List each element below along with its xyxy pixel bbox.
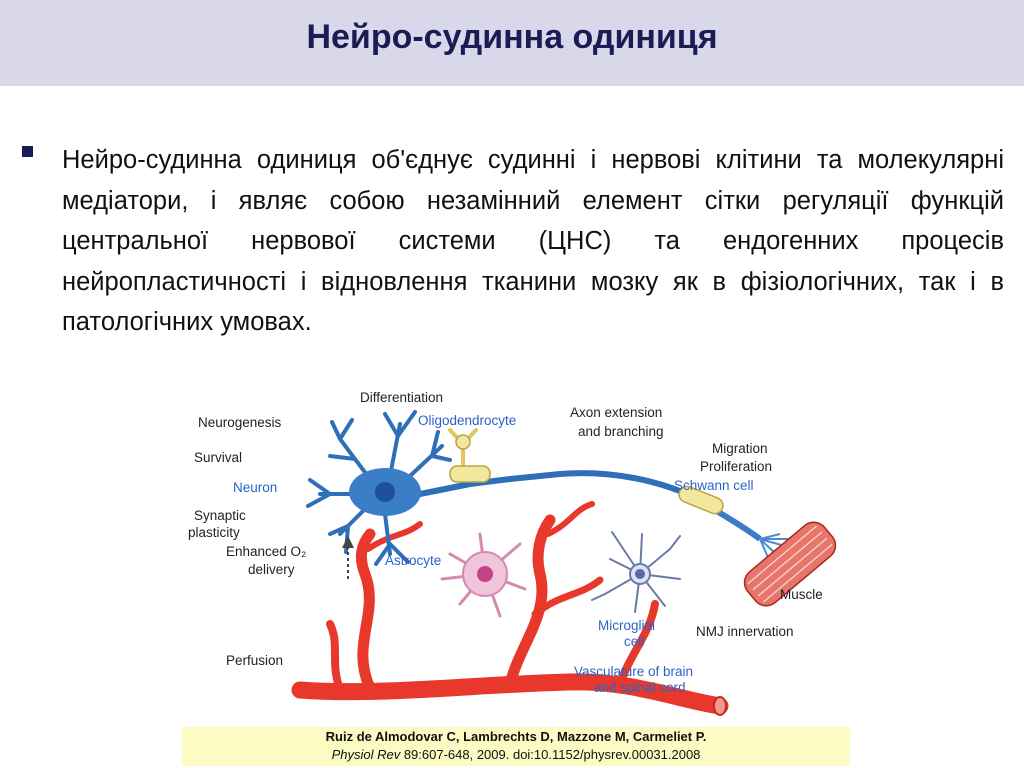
label-enhanced-o2: Enhanced O₂ (226, 544, 306, 559)
bullet-text: Нейро-судинна одиниця об'єднує судинні і… (62, 146, 1004, 336)
citation-reference: Physiol Rev 89:607-648, 2009. doi:10.115… (182, 746, 850, 764)
label-microglial-cell: cell (624, 634, 644, 649)
vessel-twig-2 (545, 501, 595, 537)
muscle-bundle (743, 521, 837, 607)
label-synaptic: Synaptic (194, 508, 246, 523)
vessel-branch-left (355, 528, 376, 694)
citation-box: Ruiz de Almodovar C, Lambrechts D, Mazzo… (182, 727, 850, 766)
vessel-branch-left-2 (326, 620, 344, 693)
label-delivery: delivery (248, 562, 295, 577)
vessel-branch-right (616, 600, 659, 688)
label-neurogenesis: Neurogenesis (198, 415, 282, 430)
oligodendrocyte-cell (448, 428, 491, 483)
slide-title: Нейро-судинна одиниця (306, 18, 718, 56)
schwann-cell (678, 485, 762, 542)
label-proliferation: Proliferation (700, 459, 772, 474)
label-axon-branching: and branching (578, 424, 664, 439)
label-muscle: Muscle (780, 587, 823, 602)
label-neuron: Neuron (233, 480, 277, 495)
microglial-cell (591, 531, 681, 613)
vessel-branch-middle (504, 514, 556, 690)
astrocyte-nucleus (477, 566, 493, 582)
citation-authors: Ruiz de Almodovar C, Lambrechts D, Mazzo… (325, 729, 707, 744)
vessel-twig-1 (365, 521, 423, 552)
vessel-end (713, 696, 727, 716)
nerve-terminal (759, 533, 792, 563)
label-axon-extension: Axon extension (570, 405, 662, 420)
neurovascular-diagram: Differentiation Neurogenesis Oligodendro… (188, 390, 837, 716)
title-bar (0, 0, 1024, 86)
label-microglial: Microglial (598, 618, 655, 633)
label-oligodendrocyte: Oligodendrocyte (418, 413, 516, 428)
label-survival: Survival (194, 450, 242, 465)
blood-vessels (291, 501, 729, 715)
neuron-nucleus (375, 482, 395, 502)
vessel-branch-middle-2 (531, 576, 604, 618)
label-spinal-cord: and spinal cord (594, 680, 686, 695)
label-differentiation: Differentiation (360, 390, 443, 405)
label-migration: Migration (712, 441, 768, 456)
label-plasticity: plasticity (188, 525, 240, 540)
label-vasculature: Vasculature of brain (574, 664, 693, 679)
label-perfusion: Perfusion (226, 653, 283, 668)
bullet-square-icon (22, 146, 33, 157)
microglial-nucleus (635, 569, 645, 579)
label-schwann-cell: Schwann cell (674, 478, 754, 493)
label-astrocyte: Astrocyte (385, 553, 441, 568)
citation-details: 89:607-648, 2009. doi:10.1152/physrev.00… (400, 747, 701, 762)
label-nmj-innervation: NMJ innervation (696, 624, 794, 639)
oxygen-arrow (342, 536, 354, 579)
citation-journal: Physiol Rev (331, 747, 401, 762)
